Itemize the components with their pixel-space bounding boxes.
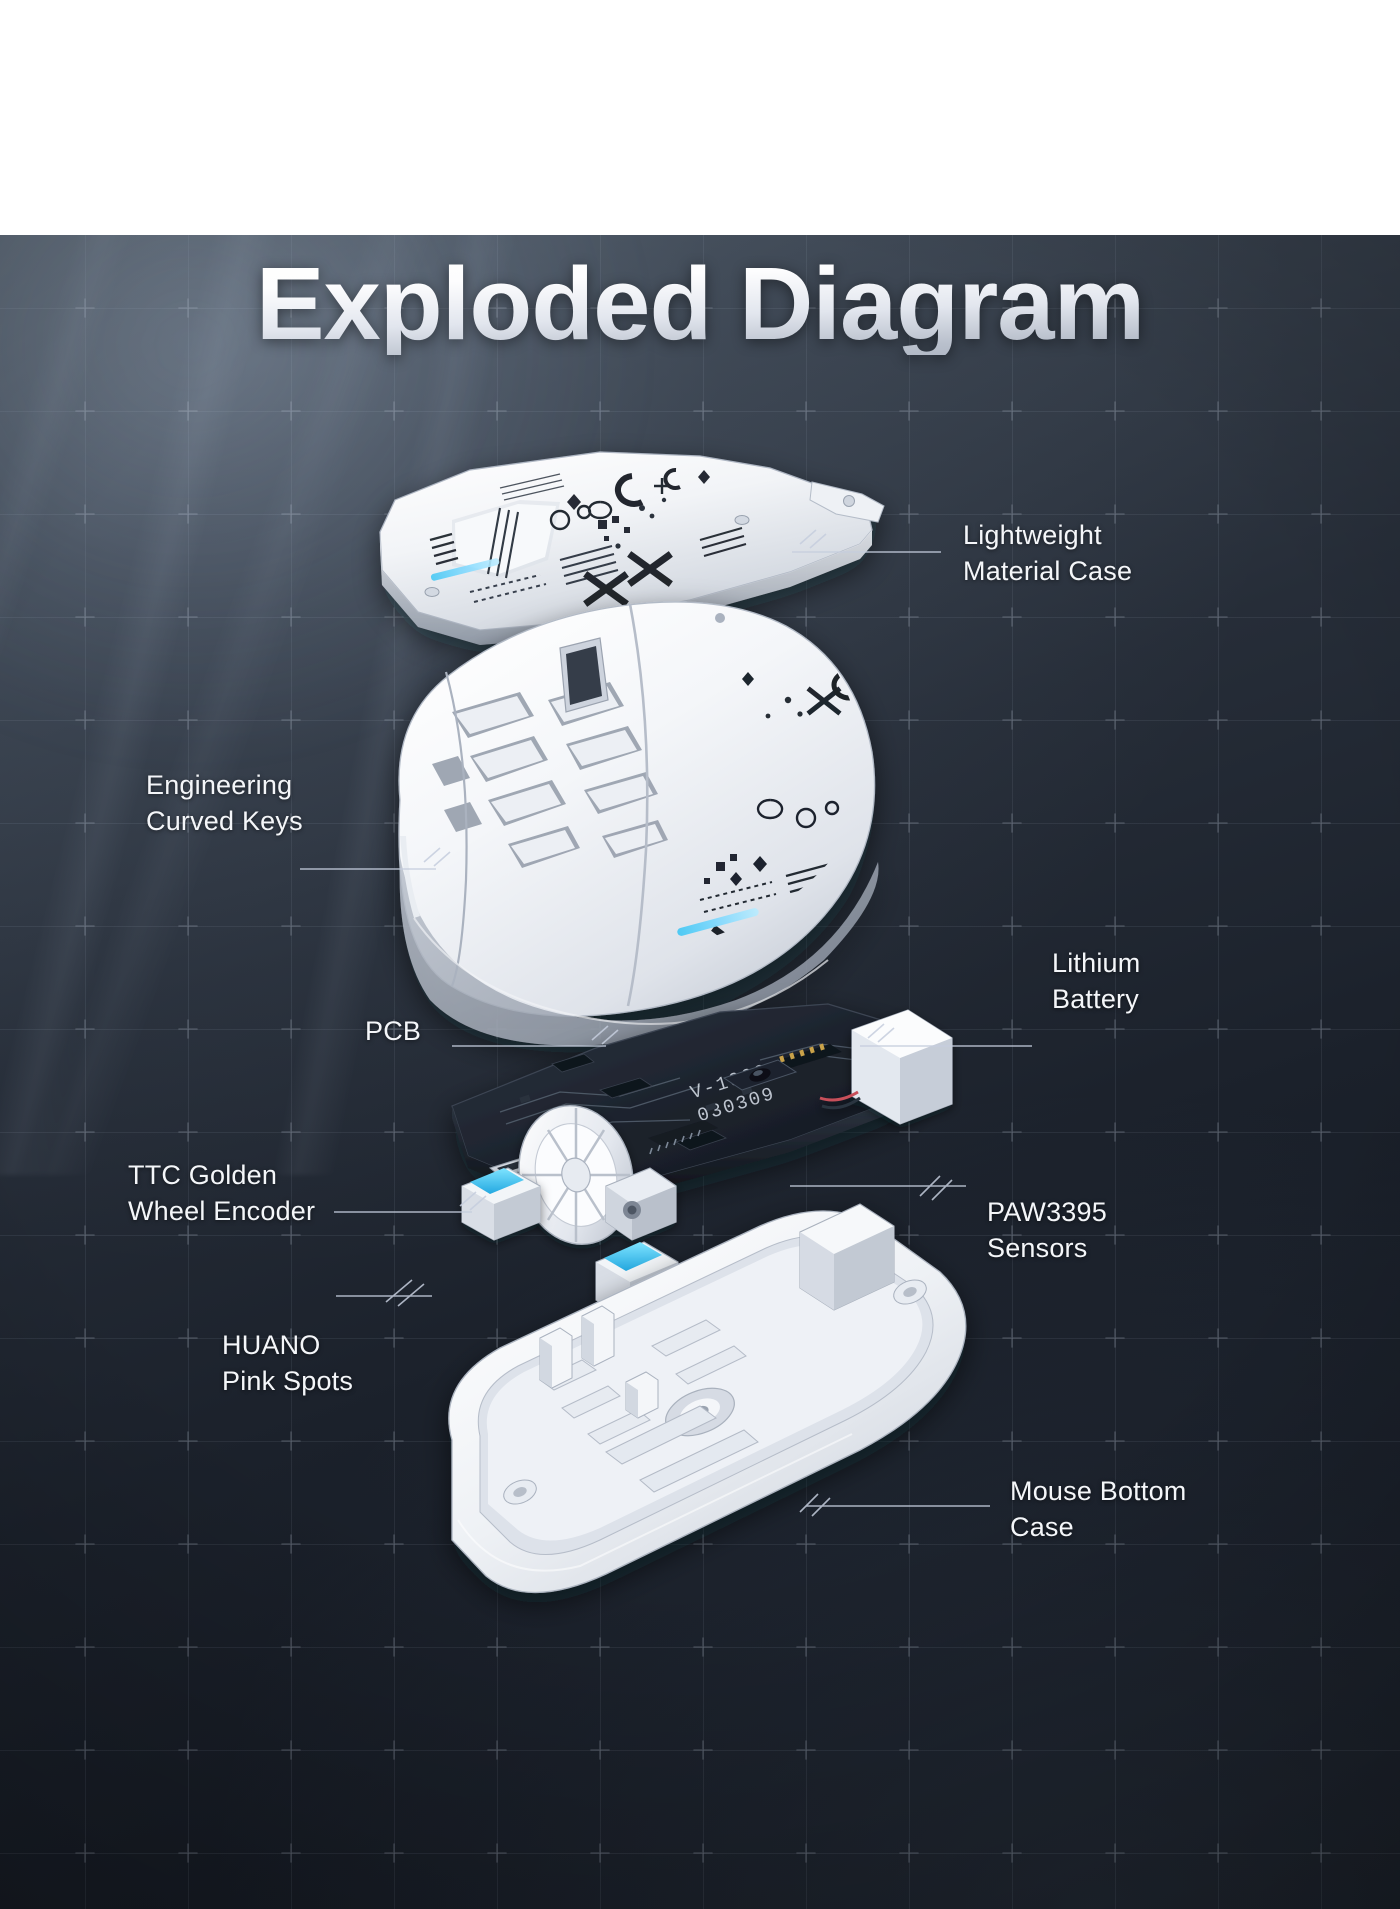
label-pcb: PCB [365, 1016, 422, 1046]
light-rays [0, 235, 980, 1175]
label-huano-pink-spots: HUANO Pink Spots [222, 1330, 354, 1396]
label-lithium-battery: Lithium Battery [1052, 948, 1141, 1014]
label-paw3395-sensors: PAW3395 Sensors [987, 1197, 1107, 1263]
label-engineering-curved-keys: Engineering Curved Keys [146, 770, 303, 836]
label-mouse-bottom-case: Mouse Bottom Case [1010, 1476, 1187, 1542]
label-lightweight-material-case: Lightweight Material Case [963, 520, 1133, 586]
grid-crosshair-markers [75, 298, 1331, 1863]
background-grid [0, 235, 1400, 1909]
label-ttc-golden-wheel-encoder: TTC Golden Wheel Encoder [128, 1160, 316, 1226]
page-title: Exploded Diagram [0, 252, 1400, 355]
diagram-stage [0, 235, 1400, 1909]
stage-vignette [0, 235, 1400, 1909]
